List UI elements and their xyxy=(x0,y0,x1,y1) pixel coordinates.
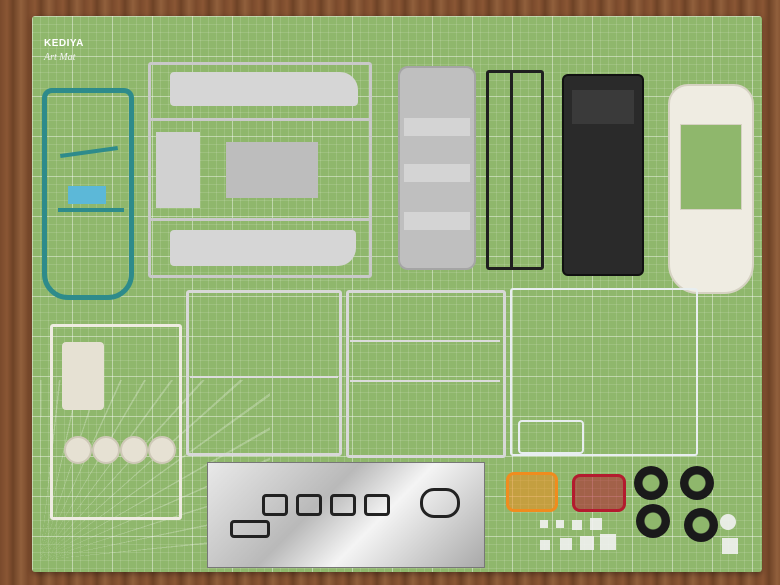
red-lens-sprue xyxy=(572,474,626,512)
mask-square xyxy=(720,514,736,530)
mask-square xyxy=(580,536,594,550)
grey-body-sprue xyxy=(148,62,372,278)
teal-frame-sprue xyxy=(42,88,134,300)
grey-side-panel xyxy=(170,230,356,266)
mask-square xyxy=(540,540,550,550)
decal-icon xyxy=(330,494,356,516)
teal-frame-part xyxy=(68,186,106,204)
wheel-hub xyxy=(92,436,120,464)
seat-row xyxy=(404,164,470,182)
chrome-runner xyxy=(350,340,500,342)
grey-sprue-runner xyxy=(150,218,370,221)
grey-panel xyxy=(156,132,200,208)
chrome-parts-sprue xyxy=(346,290,506,458)
grey-sprue-runner xyxy=(150,118,370,121)
black-parts-sprue xyxy=(486,70,544,270)
grey-side-panel xyxy=(170,72,358,106)
mask-square xyxy=(722,538,738,554)
wheel-hub xyxy=(148,436,176,464)
seat-row xyxy=(404,118,470,136)
decal-icon xyxy=(364,494,390,516)
cream-parts-sprue xyxy=(50,324,182,520)
decal-icon xyxy=(230,520,270,538)
mask-square xyxy=(590,518,602,530)
black-sprue-runner xyxy=(510,72,513,268)
decal-icon xyxy=(296,494,322,516)
wheel-hub xyxy=(120,436,148,464)
decal-icon xyxy=(262,494,288,516)
mask-square xyxy=(556,520,564,528)
body-window-opening xyxy=(680,124,742,210)
tire-icon xyxy=(680,466,714,500)
chassis-detail xyxy=(572,90,634,124)
cream-engine-part xyxy=(62,342,104,410)
chrome-runner xyxy=(190,376,338,378)
chrome-runner xyxy=(350,380,500,382)
clear-window-part xyxy=(518,420,584,454)
decal-icon xyxy=(420,488,460,518)
mask-square xyxy=(572,520,582,530)
mask-square xyxy=(540,520,548,528)
tire-icon xyxy=(634,466,668,500)
tire-icon xyxy=(636,504,670,538)
mat-brand: KEDIYA xyxy=(44,38,84,49)
chrome-parts-sprue xyxy=(186,290,342,456)
grey-roof-panel xyxy=(226,142,318,198)
mask-square xyxy=(560,538,572,550)
mask-square xyxy=(600,534,616,550)
mat-brand-sub: Art Mat xyxy=(44,52,76,63)
wheel-hub xyxy=(64,436,92,464)
teal-frame-crossbar xyxy=(58,208,124,212)
orange-lens-sprue xyxy=(506,472,558,512)
tire-icon xyxy=(684,508,718,542)
seat-row xyxy=(404,212,470,230)
clear-parts-sprue xyxy=(510,288,698,456)
